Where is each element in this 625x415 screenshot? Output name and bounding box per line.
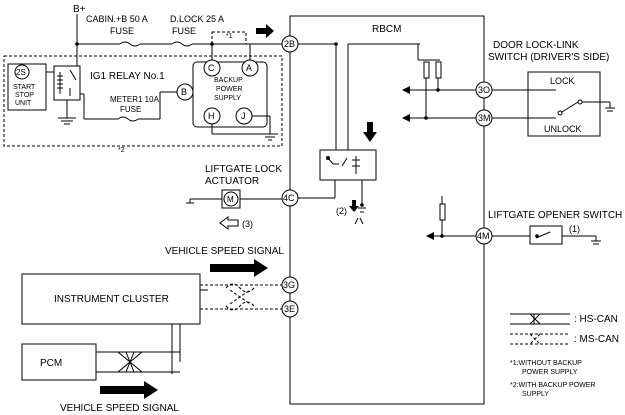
- svg-text:3M: 3M: [478, 113, 491, 123]
- speed-signal-arrow-bottom: [100, 381, 158, 399]
- legend-note2-line2: SUPPLY: [522, 391, 549, 398]
- svg-text:VEHICLE SPEED SIGNAL: VEHICLE SPEED SIGNAL: [165, 246, 284, 257]
- terminal-4m: 4M: [475, 227, 493, 245]
- terminal-2b: 2B: [281, 35, 299, 53]
- svg-text:4C: 4C: [283, 193, 295, 203]
- rbcm-title: RBCM: [372, 24, 401, 35]
- svg-text:BACKUP: BACKUP: [214, 77, 243, 84]
- can-section: VEHICLE SPEED SIGNAL INSTRUMENT CLUSTER …: [21, 246, 284, 414]
- svg-text:(1): (1): [569, 224, 580, 234]
- svg-text:4M: 4M: [477, 231, 490, 241]
- door-switch-box: [527, 71, 601, 137]
- terminal-3m: 3M: [475, 109, 493, 127]
- legend: : HS-CAN : MS-CAN *1:WITHOUT BACKUP POWE…: [510, 313, 619, 398]
- terminal-3g: 3G: [281, 276, 299, 294]
- svg-text:M: M: [227, 195, 234, 204]
- terminal-3e: 3E: [281, 300, 299, 318]
- svg-text:3G: 3G: [283, 280, 295, 290]
- svg-text:STOP: STOP: [15, 92, 34, 99]
- svg-text:LIFTGATE OPENER SWITCH: LIFTGATE OPENER SWITCH: [488, 210, 622, 221]
- power-supply-section: B+ CABIN.+B 50 A FUSE D.LOCK 25 A FUSE *…: [73, 4, 282, 47]
- instrument-cluster-label: INSTRUMENT CLUSTER: [54, 294, 169, 305]
- dlock-fuse-label-2: FUSE: [172, 26, 196, 36]
- legend-note2-line1: *2:WITH BACKUP POWER: [510, 382, 595, 389]
- svg-text:C: C: [208, 63, 215, 73]
- svg-text:FUSE: FUSE: [120, 105, 141, 114]
- note1-marker: *1: [226, 33, 233, 40]
- svg-text:SWITCH (DRIVER'S SIDE): SWITCH (DRIVER'S SIDE): [488, 52, 609, 63]
- svg-text:3O: 3O: [478, 85, 490, 95]
- opener-switch-box: [529, 225, 563, 245]
- cabin-fuse-label-1: CABIN.+B 50 A: [86, 14, 148, 24]
- svg-text:DOOR LOCK-LINK: DOOR LOCK-LINK: [493, 40, 579, 51]
- svg-text:ACTUATOR: ACTUATOR: [205, 176, 259, 187]
- speed-signal-arrow-top: [210, 259, 268, 277]
- svg-text:H: H: [208, 111, 215, 121]
- svg-text:METER1 10A: METER1 10A: [110, 95, 160, 104]
- meter-fuse-symbol: [117, 116, 139, 122]
- svg-text:B: B: [181, 87, 187, 97]
- svg-text:POWER: POWER: [216, 86, 242, 93]
- svg-text:2S: 2S: [16, 68, 26, 77]
- svg-text:UNLOCK: UNLOCK: [544, 124, 582, 134]
- liftgate-opener-section: LIFTGATE OPENER SWITCH (1): [426, 196, 622, 245]
- ig1-relay-box: [53, 65, 81, 101]
- svg-text:3E: 3E: [284, 304, 295, 314]
- dlock-fuse-symbol: [171, 41, 193, 47]
- door-lock-switch-section: DOOR LOCK-LINK SWITCH (DRIVER'S SIDE) LO…: [402, 40, 615, 137]
- ig1-relay-label: IG1 RELAY No.1: [90, 71, 165, 82]
- pcm-box: [21, 343, 97, 381]
- rbcm-box: [289, 15, 485, 405]
- legend-ms-can: : MS-CAN: [574, 334, 619, 345]
- svg-text:VEHICLE SPEED SIGNAL: VEHICLE SPEED SIGNAL: [60, 403, 179, 414]
- cabin-fuse-symbol: [119, 41, 141, 47]
- relay-module-dashed-box: [3, 55, 283, 147]
- svg-text:LOCK: LOCK: [550, 76, 575, 86]
- svg-text:(3): (3): [242, 219, 253, 229]
- dlock-fuse-label-1: D.LOCK 25 A: [170, 14, 224, 24]
- svg-text:SUPPLY: SUPPLY: [214, 95, 241, 102]
- instrument-cluster-box: [21, 273, 201, 325]
- legend-hs-can: : HS-CAN: [574, 314, 618, 325]
- terminal-3o: 3O: [475, 81, 493, 99]
- svg-text:2B: 2B: [284, 39, 295, 49]
- svg-text:LIFTGATE LOCK: LIFTGATE LOCK: [205, 164, 282, 175]
- liftgate-actuator-section: LIFTGATE LOCK ACTUATOR M (3): [186, 164, 282, 230]
- svg-text:UNIT: UNIT: [15, 100, 32, 107]
- cabin-fuse-label-2: FUSE: [110, 26, 134, 36]
- svg-text:A: A: [246, 63, 252, 73]
- current-arrow-2b: [256, 24, 274, 38]
- step3-arrow: [219, 216, 239, 230]
- pcm-label: PCM: [40, 358, 62, 369]
- relay-module-section: *2 2S 2S START STOP UNIT IG1 RELAY No.1 …: [3, 44, 283, 154]
- bplus-label: B+: [73, 4, 86, 15]
- svg-text:J: J: [241, 111, 246, 121]
- terminal-4c: 4C: [281, 189, 299, 207]
- legend-note1-line1: *1:WITHOUT BACKUP: [510, 360, 582, 367]
- rbcm-internal-relay: (2): [298, 42, 420, 225]
- svg-text:START: START: [13, 84, 36, 91]
- svg-text:(2): (2): [336, 206, 347, 216]
- note2-marker: *2: [118, 147, 125, 154]
- legend-note1-line2: POWER SUPPLY: [522, 369, 578, 376]
- rbcm-relay-box: [319, 149, 377, 181]
